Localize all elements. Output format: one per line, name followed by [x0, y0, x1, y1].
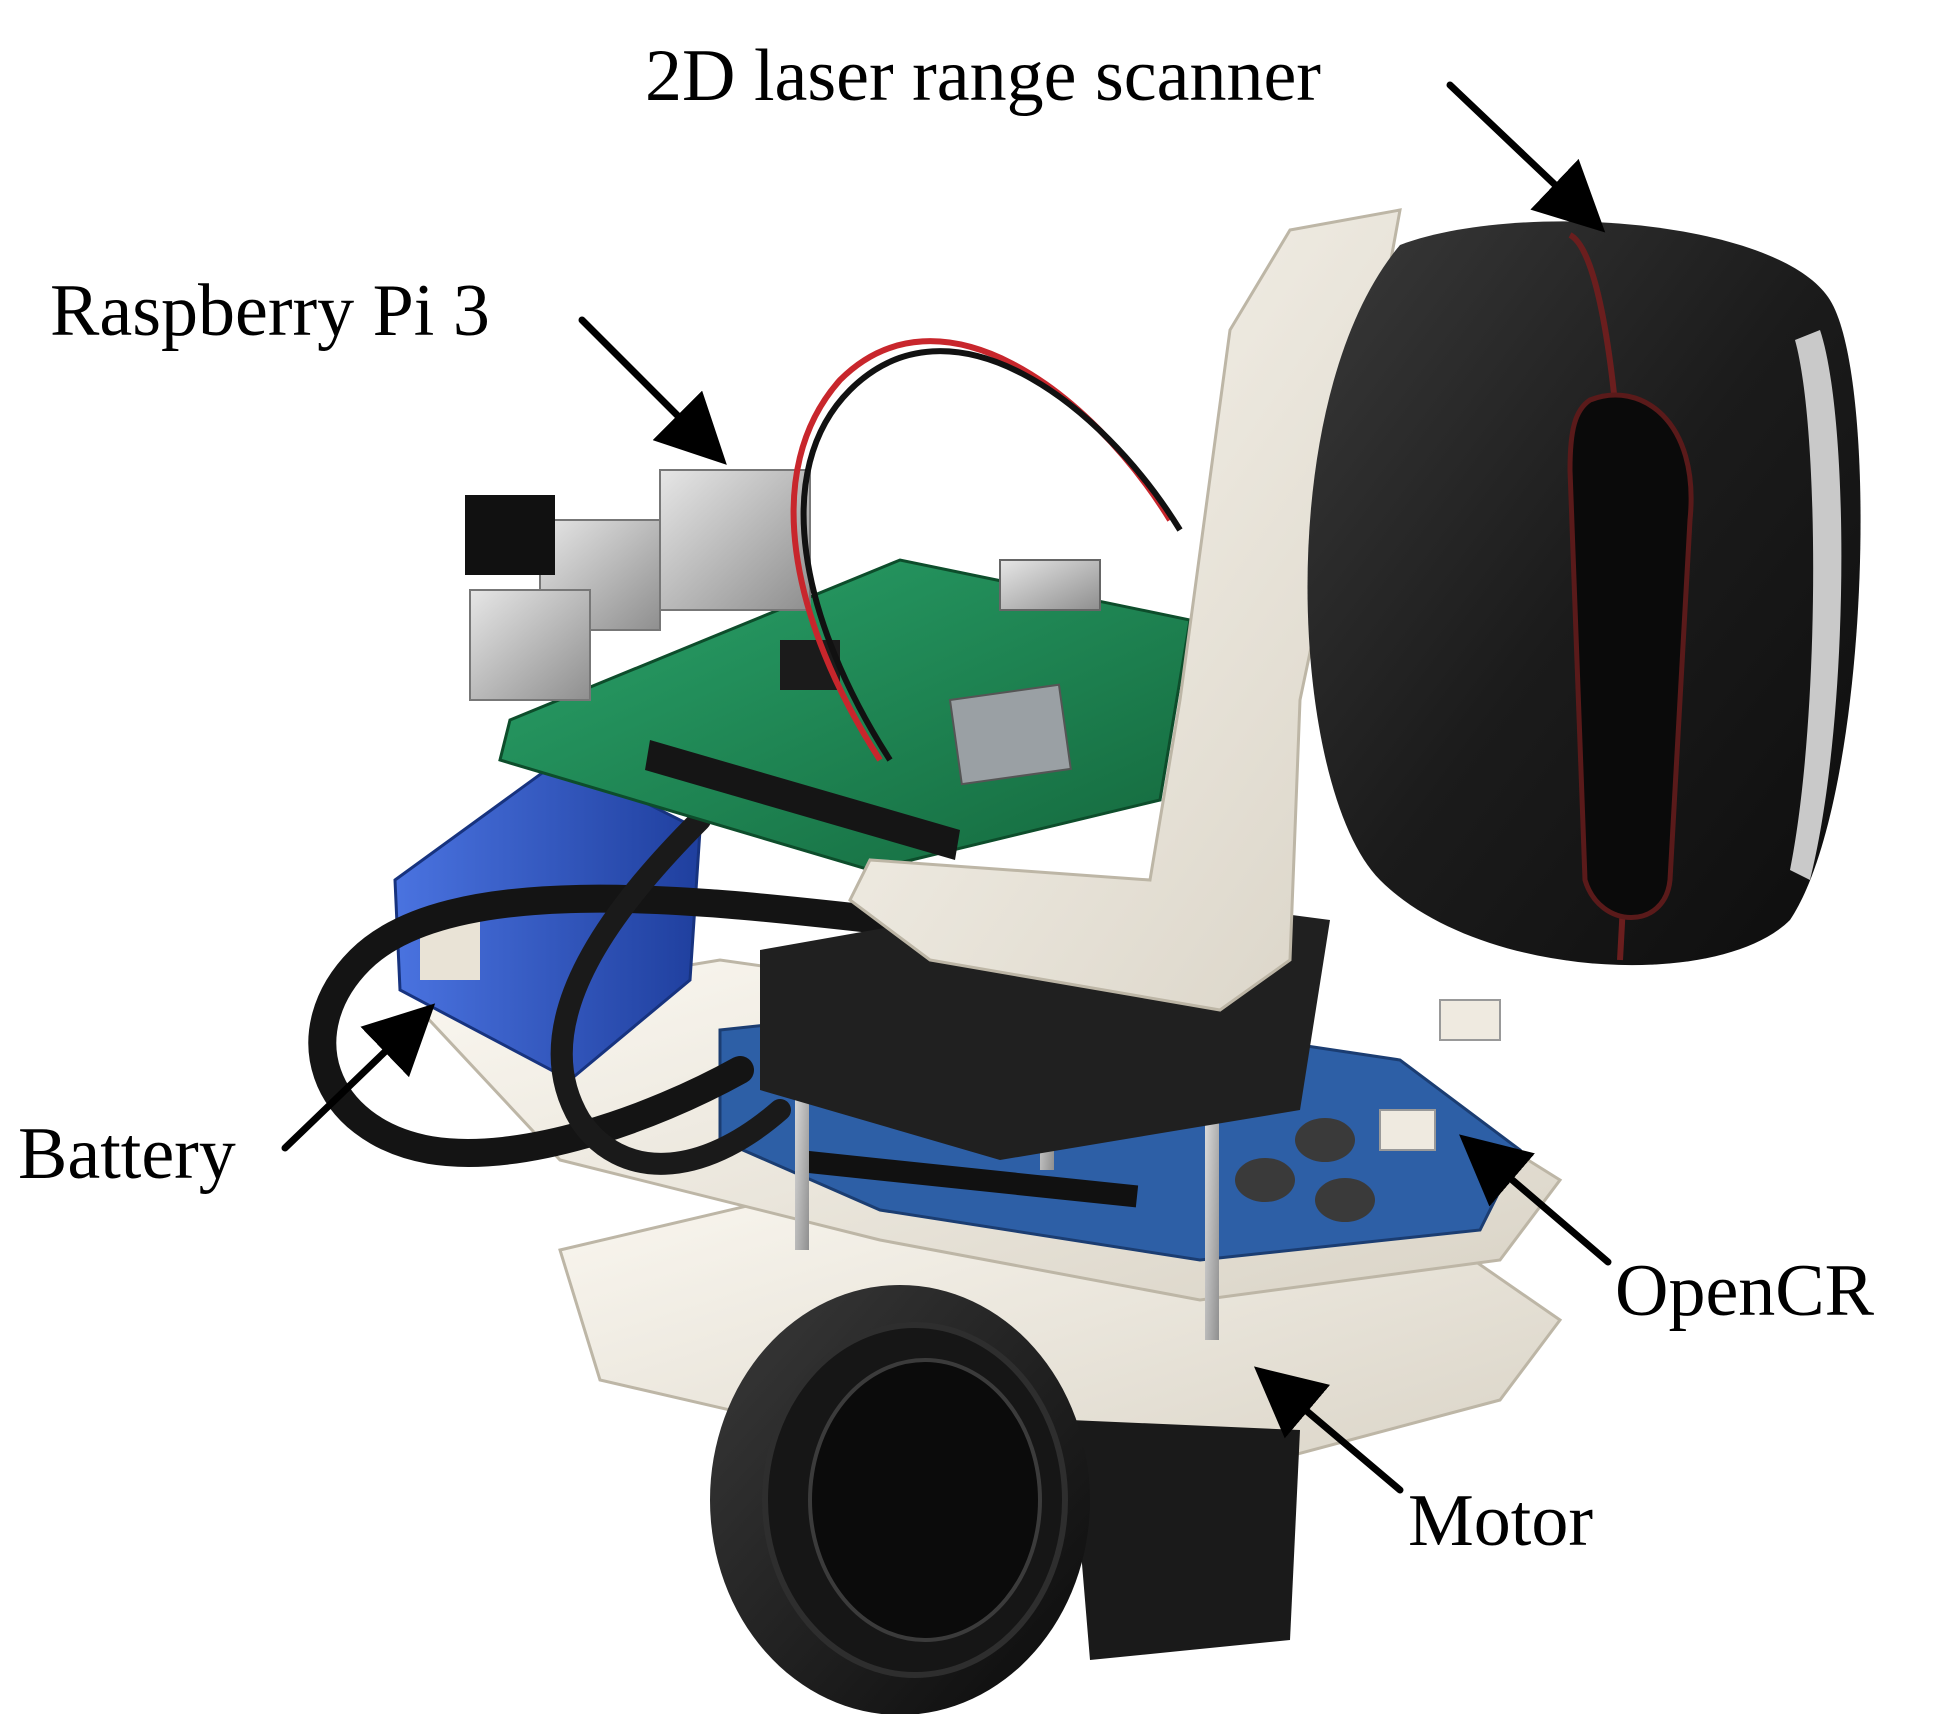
raspberry-pi-board — [465, 469, 1192, 872]
laser-scanner — [1307, 221, 1861, 966]
motor-label: Motor — [1408, 1480, 1593, 1562]
capacitors — [1235, 1118, 1375, 1222]
battery-label: Battery — [18, 1113, 236, 1195]
robot-illustration — [308, 208, 1861, 1714]
opencr-arrow — [1459, 1134, 1612, 1266]
scanner-arrow — [1446, 81, 1606, 233]
hdmi-port — [999, 559, 1101, 611]
raspberry-pi-label: Raspberry Pi 3 — [50, 270, 490, 352]
wheel — [710, 1285, 1090, 1714]
opencr-label: OpenCR — [1615, 1250, 1875, 1332]
opencr-connector-2 — [1379, 1109, 1436, 1151]
battery-arrow — [281, 1003, 436, 1152]
callout-labels: 2D laser range scanner Raspberry Pi 3 Ba… — [18, 35, 1875, 1562]
black-power-cable — [800, 348, 1183, 762]
usb-port-2 — [469, 589, 591, 701]
usb-plug — [465, 495, 555, 575]
motor-arrow — [1253, 1366, 1404, 1494]
pin-header-row — [797, 1150, 1139, 1208]
raspberry-arrow — [578, 316, 727, 465]
ethernet-port — [659, 469, 811, 611]
scanner-label: 2D laser range scanner — [645, 35, 1321, 117]
scanner-window — [1567, 392, 1694, 920]
opencr-connector — [1439, 999, 1501, 1041]
callout-arrows — [281, 81, 1612, 1494]
gpio-header — [645, 740, 960, 860]
motor-block — [1070, 1420, 1300, 1660]
black-cable-2 — [550, 809, 791, 1175]
